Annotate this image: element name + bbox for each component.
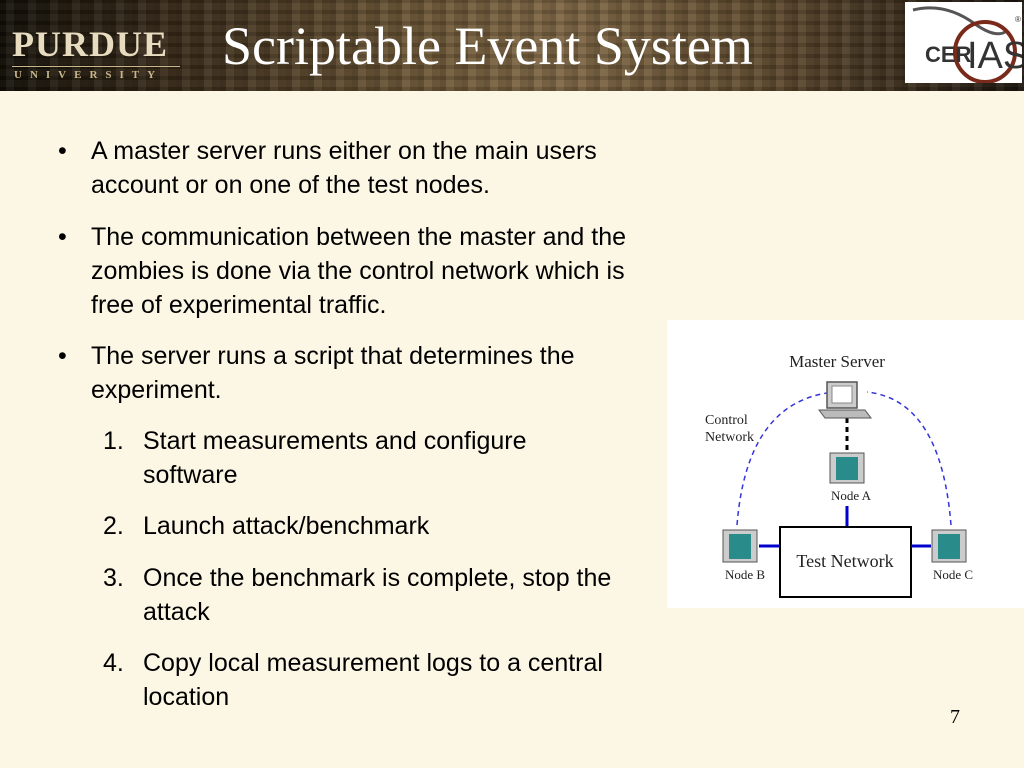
network-diagram: Master Server Control Network Node A Tes…: [667, 320, 1024, 608]
purdue-logo: PURDUE UNIVERSITY: [12, 26, 182, 82]
cerias-logo-right-text: IAS: [967, 35, 1022, 77]
cerias-logo-graphic: CER IAS ®: [912, 6, 1024, 84]
step-number: 3.: [103, 564, 124, 592]
network-diagram-svg: Master Server Control Network Node A Tes…: [705, 352, 973, 598]
step-number: 2.: [103, 512, 124, 540]
purdue-logo-subtitle: UNIVERSITY: [14, 69, 164, 81]
purdue-logo-rule: [12, 66, 180, 67]
bullet-marker: •: [58, 223, 67, 251]
control-link-right: [866, 391, 952, 526]
test-network-label: Test Network: [796, 551, 893, 571]
master-server-label: Master Server: [789, 352, 885, 371]
page-number: 7: [950, 706, 960, 728]
slide-title: Scriptable Event System: [222, 16, 753, 76]
step-text: Copy local measurement logs to a central…: [143, 649, 603, 711]
control-network-label: Network: [705, 430, 754, 445]
node-label: Node C: [933, 567, 973, 582]
registered-mark: ®: [1015, 15, 1021, 24]
bullet-text: The server runs a script that determines…: [91, 342, 575, 404]
node-label: Node B: [725, 567, 765, 582]
test-network-box: [779, 526, 912, 598]
cerias-logo-left-text: CER: [925, 42, 972, 67]
step-number: 1.: [103, 427, 124, 455]
bullet-marker: •: [58, 342, 67, 370]
step-text: Launch attack/benchmark: [143, 512, 430, 540]
bullet-text: The communication between the master and…: [91, 223, 627, 319]
cerias-ring: [953, 20, 1017, 84]
step-number: 4.: [103, 649, 124, 677]
control-link-left: [736, 391, 836, 526]
node-icon: [931, 529, 967, 563]
step-text: Start measurements and configure softwar…: [143, 427, 527, 489]
node-icon: [829, 452, 865, 484]
step-text: Once the benchmark is complete, stop the…: [143, 564, 612, 626]
control-network-label: Control: [705, 413, 748, 428]
cerias-logo: CER IAS ®: [905, 2, 1024, 84]
bullet-marker: •: [58, 137, 67, 165]
node-icon: [722, 529, 758, 563]
campus-photo-background: [0, 0, 1024, 91]
bullet-text: A master server runs either on the main …: [91, 137, 597, 199]
purdue-logo-wordmark: PURDUE: [12, 24, 168, 64]
header-banner: PURDUE UNIVERSITY Scriptable Event Syste…: [0, 0, 1024, 91]
computer-icon: [818, 381, 872, 419]
node-label: Node A: [831, 488, 872, 503]
